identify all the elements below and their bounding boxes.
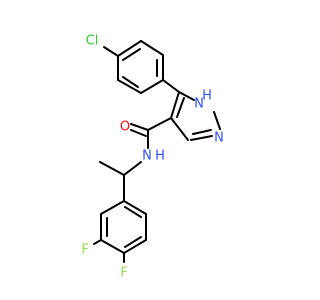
bond — [176, 97, 185, 118]
bond — [122, 48, 141, 61]
pyrazole-nh-label: H — [202, 89, 212, 104]
bond — [124, 236, 142, 248]
bond — [100, 200, 125, 215]
carbonyl-oxygen-label: O — [120, 120, 130, 135]
bond — [117, 40, 142, 57]
fluorine-3-label: F — [81, 243, 88, 258]
bond — [93, 239, 102, 245]
amide-h-label: H — [155, 149, 165, 164]
amide-n-label: N — [142, 149, 152, 164]
structure-diagram: Cl H N N O N H F F — [81, 34, 224, 281]
bond — [140, 40, 164, 56]
pyrazole-n-label: N — [214, 131, 224, 146]
difluorophenyl-ring — [93, 200, 147, 263]
chlorine-label: Cl — [86, 34, 99, 49]
bond — [192, 129, 212, 135]
bond — [130, 129, 147, 137]
chlorophenyl-ring — [103, 40, 164, 94]
pyrazole-ring — [170, 91, 221, 141]
pyrazole-nh-n-label: N — [194, 97, 204, 112]
bond — [103, 46, 119, 57]
bond — [100, 239, 125, 254]
bond — [147, 117, 172, 131]
fluorine-4-label: F — [120, 266, 127, 281]
bond — [123, 200, 147, 215]
bond — [190, 135, 213, 141]
molecule-canvas: Cl H N N O N H F F — [81, 33, 224, 281]
bond — [123, 239, 147, 254]
bond — [123, 161, 142, 176]
bond — [213, 111, 221, 130]
bond — [170, 117, 189, 141]
bond — [99, 161, 125, 176]
bond — [122, 76, 139, 88]
bond — [178, 91, 195, 101]
bond — [130, 123, 149, 131]
bond — [162, 79, 180, 93]
bond — [170, 91, 180, 119]
bond — [124, 206, 142, 218]
bond — [140, 79, 164, 94]
bond — [117, 79, 142, 94]
